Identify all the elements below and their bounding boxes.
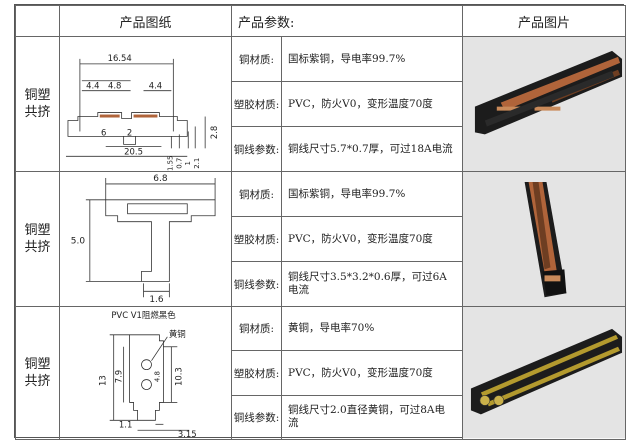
dim-label: 3.15 bbox=[178, 430, 197, 439]
cross-section-drawing-2: 6.8 5.0 1.6 bbox=[71, 174, 216, 305]
table-row: 塑胶材质: PVC，防火V0，变形温度70度 bbox=[16, 216, 626, 263]
table-row: 铜塑 共挤 bbox=[15, 35, 627, 173]
drawing-callout: 黄铜 bbox=[169, 329, 186, 339]
dim-label: 1.6 bbox=[149, 295, 164, 305]
dim-label: 16.54 bbox=[108, 53, 132, 63]
product-photo-2 bbox=[463, 172, 626, 307]
dim-label: 1.1 bbox=[119, 420, 132, 430]
dim-label: 6 bbox=[101, 127, 106, 137]
table-row: 铜线参数: 铜线尺寸2.0直径黄铜，可过8A电 流 bbox=[16, 394, 626, 440]
drawing-cell-2: 6.8 5.0 1.6 bbox=[59, 171, 232, 308]
dim-label: 2.1 bbox=[193, 158, 201, 169]
param-value: PVC，防火V0，变形温度70度 bbox=[280, 81, 464, 128]
header-photo: 产品图片 bbox=[462, 5, 627, 37]
table-row: 铜线参数: 铜线尺寸5.7*0.7厚，可过18A电流 bbox=[16, 126, 626, 173]
param-label: 铜材质: bbox=[231, 306, 282, 352]
header-blank bbox=[15, 5, 60, 37]
param-label: 塑胶材质: bbox=[231, 216, 282, 263]
param-value: 国标紫铜，导电率99.7% bbox=[280, 171, 464, 218]
photo-cell-2 bbox=[462, 171, 627, 308]
photo-cell-3 bbox=[462, 306, 627, 440]
drawing-title: PVC V1阻燃黑色 bbox=[111, 310, 176, 320]
table-row: 铜塑 共挤 PVC V1阻燃黑色 黄铜 bbox=[15, 306, 627, 440]
dim-label: 2 bbox=[127, 127, 132, 137]
dim-label: 4.8 bbox=[153, 371, 161, 382]
param-label: 塑胶材质: bbox=[231, 350, 282, 396]
dim-label: 20.5 bbox=[124, 146, 143, 156]
param-label: 塑胶材质: bbox=[231, 81, 282, 128]
param-value: 铜线尺寸3.5*3.2*0.6厚，可过6A 电流 bbox=[280, 261, 464, 308]
table-row: 铜塑 共挤 6.8 5.0 1.6 bbox=[15, 171, 627, 308]
cross-section-drawing-1: 16.54 4.4 4.8 4.4 6 2 20.5 1.55 0.7 1 2.… bbox=[65, 53, 219, 171]
category-cell: 铜塑 共挤 bbox=[15, 35, 60, 173]
header-drawing: 产品图纸 bbox=[59, 5, 232, 37]
param-value: 黄铜，导电率70% bbox=[280, 306, 464, 352]
product-photo-3 bbox=[463, 307, 626, 439]
param-label: 铜线参数: bbox=[231, 261, 282, 308]
photo-cell-1 bbox=[462, 35, 627, 173]
spec-table: 产品图纸 产品参数: 产品图片 铜塑 共挤 bbox=[15, 5, 627, 440]
param-label: 铜材质: bbox=[231, 35, 282, 83]
param-value: 铜线尺寸2.0直径黄铜，可过8A电 流 bbox=[280, 394, 464, 440]
param-label: 铜材质: bbox=[231, 171, 282, 218]
dim-label: 5.0 bbox=[71, 237, 86, 247]
dim-label: 4.4 bbox=[86, 81, 99, 91]
table-row: 塑胶材质: PVC，防火V0，变形温度70度 bbox=[16, 350, 626, 396]
dim-label: 10.3 bbox=[173, 368, 183, 387]
dim-label: 4.4 bbox=[149, 81, 162, 91]
category-cell: 铜塑 共挤 bbox=[15, 306, 60, 440]
param-label: 铜线参数: bbox=[231, 394, 282, 440]
cross-section-drawing-3: PVC V1阻燃黑色 黄铜 13 7.9 bbox=[98, 310, 197, 439]
dim-label: 7.9 bbox=[114, 370, 124, 383]
dim-label: 1 bbox=[184, 161, 192, 165]
category-cell: 铜塑 共挤 bbox=[15, 171, 60, 308]
drawing-cell-3: PVC V1阻燃黑色 黄铜 13 7.9 bbox=[59, 306, 232, 440]
product-photo-1 bbox=[463, 37, 626, 172]
param-value: 国标紫铜，导电率99.7% bbox=[280, 35, 464, 83]
param-label: 铜线参数: bbox=[231, 126, 282, 173]
dim-label: 0.7 bbox=[175, 158, 183, 169]
dim-label: 2.8 bbox=[209, 126, 219, 139]
drawing-cell-1: 16.54 4.4 4.8 4.4 6 2 20.5 1.55 0.7 1 2.… bbox=[59, 35, 232, 173]
table-row: 铜线参数: 铜线尺寸3.5*3.2*0.6厚，可过6A 电流 bbox=[16, 261, 626, 308]
dim-label: 4.8 bbox=[108, 81, 121, 91]
dim-label: 6.8 bbox=[153, 174, 168, 184]
dim-label: 13 bbox=[98, 376, 108, 387]
param-value: PVC，防火V0，变形温度70度 bbox=[280, 350, 464, 396]
param-value: PVC，防火V0，变形温度70度 bbox=[280, 216, 464, 263]
header-params: 产品参数: bbox=[230, 5, 464, 37]
dim-label: 1.55 bbox=[166, 156, 174, 171]
product-spec-sheet: 产品图纸 产品参数: 产品图片 铜塑 共挤 bbox=[14, 4, 627, 440]
param-value: 铜线尺寸5.7*0.7厚，可过18A电流 bbox=[280, 126, 464, 173]
header-row: 产品图纸 产品参数: 产品图片 bbox=[15, 5, 627, 37]
